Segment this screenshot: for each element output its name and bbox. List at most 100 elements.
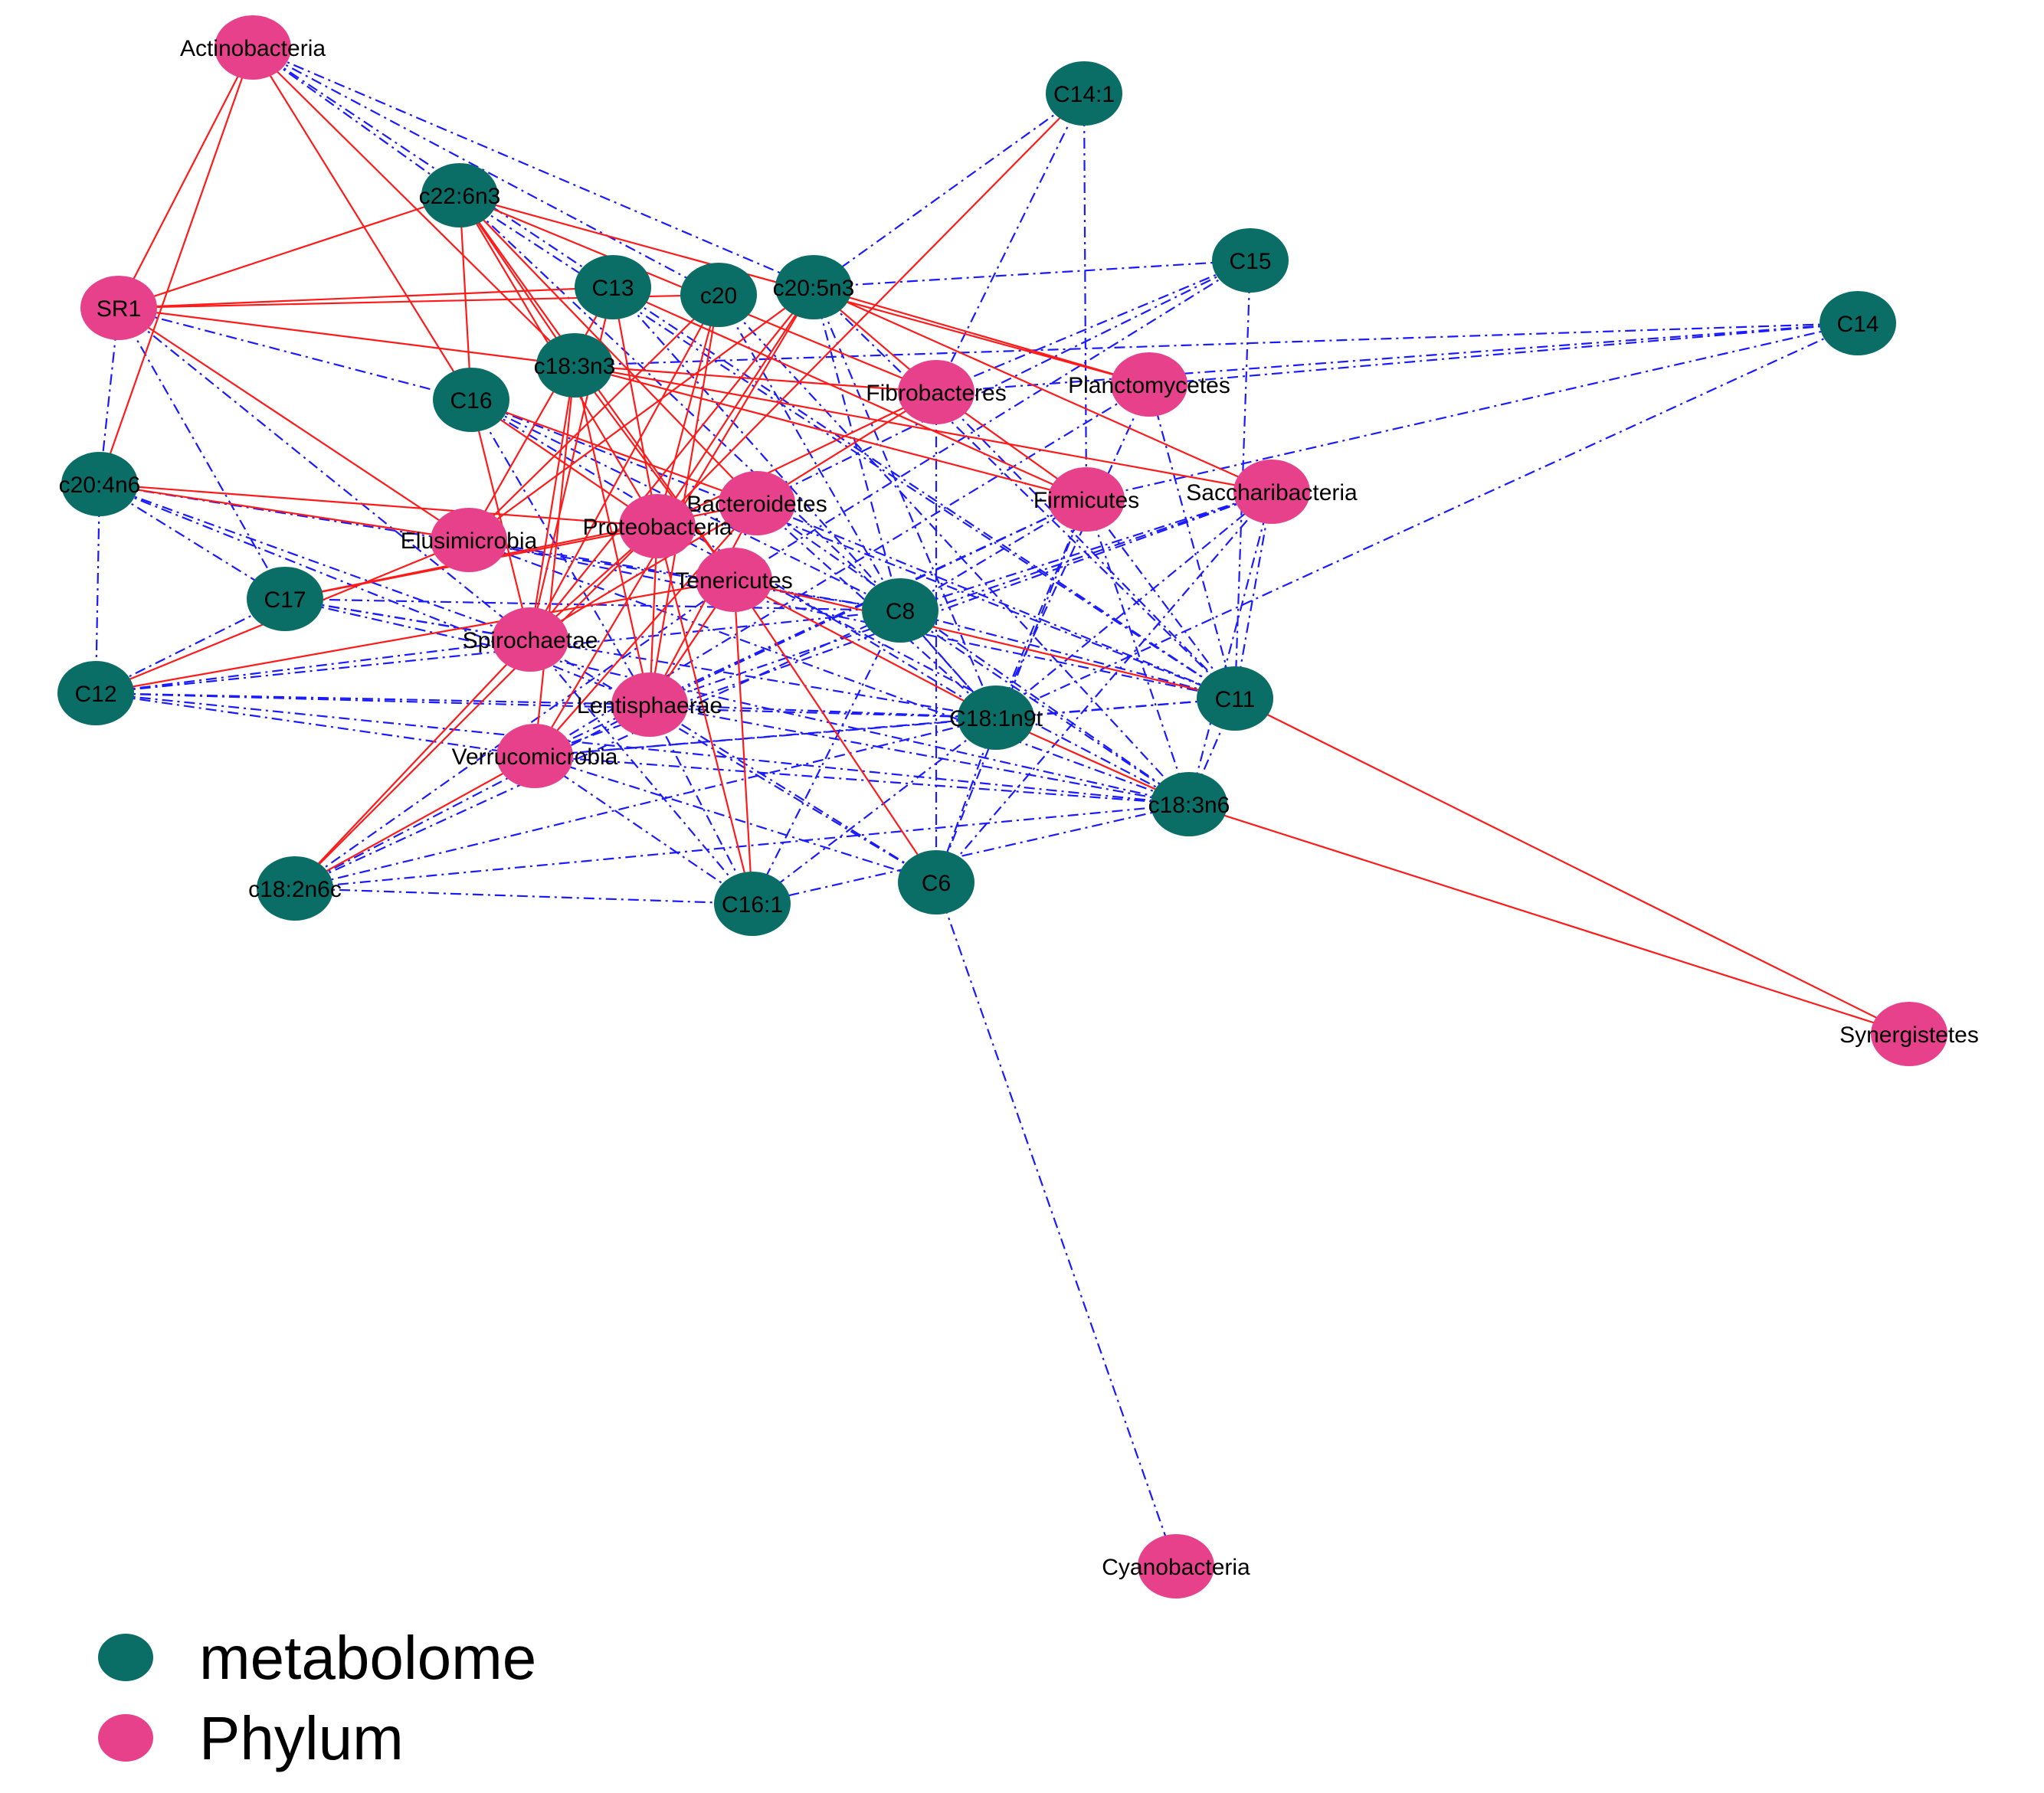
negative-edge-c18-3n6-lentisphaerae [649, 703, 1190, 806]
negative-edge-c18-1n9t-saccharibacteria [995, 491, 1273, 718]
positive-edge-c20-5n3-saccharibacteria [813, 286, 1273, 493]
positive-edge-tenericutes-c18-1n9t [733, 579, 997, 718]
positive-edge-spirochaetae-c18-2n6c [294, 639, 531, 889]
node-label: c20:5n3 [773, 276, 855, 301]
node-c20-4n6: c20:4n6 [59, 452, 140, 516]
node-label: SR1 [97, 296, 141, 322]
negative-edge-c11-bacteroidetes [756, 502, 1236, 700]
positive-edge-c20-4n6-proteobacteria [99, 483, 658, 528]
node-c18-2n6c: c18:2n6c [248, 856, 342, 921]
positive-edge-c13-elusimicrobia [468, 286, 614, 541]
node-synergistetes: Synergistetes [1839, 1002, 1979, 1066]
negative-edge-c6-cyanobacteria [935, 882, 1178, 1567]
metabolome-node-marker [775, 255, 852, 319]
metabolome-node-marker [257, 856, 333, 921]
negative-edge-sr1-c16 [118, 306, 472, 401]
positive-edge-c18-3n3-tenericutes [574, 365, 735, 581]
phylum-node-marker [215, 15, 291, 80]
node-bacteroidetes: Bacteroidetes [686, 471, 827, 535]
positive-edge-bacteroidetes-lentisphaerae [649, 502, 758, 705]
positive-edge-verrucomicrobia-c18-2n6c [294, 755, 536, 889]
negative-edge-c11-saccharibacteria [1233, 491, 1273, 699]
positive-edge-c12-tenericutes [95, 578, 735, 695]
positive-edge-c20-5n3-spirochaetae [529, 286, 814, 640]
node-c12: C12 [57, 661, 134, 725]
legend: metabolome Phylum [92, 1620, 781, 1788]
node-label: C15 [1229, 249, 1271, 274]
phylum-node-marker [1138, 1534, 1214, 1598]
metabolome-node-marker [1212, 228, 1289, 293]
positive-edge-c14-1-proteobacteria [657, 93, 1085, 527]
node-verrucomicrobia: Verrucomicrobia [452, 724, 618, 788]
positive-edge-c18-3n3-saccharibacteria [574, 364, 1273, 493]
node-lentisphaerae: Lentisphaerae [577, 672, 722, 737]
positive-edge-actinobacteria-c16 [252, 47, 472, 401]
legend-item-phylum: Phylum [92, 1700, 781, 1777]
node-c18-3n3: c18:3n3 [534, 333, 616, 398]
negative-edge-c16-1-lentisphaerae [649, 704, 753, 905]
negative-edge-c12-c17 [95, 598, 286, 694]
node-label: Lentisphaerae [577, 693, 722, 718]
negative-edge-c20-4n6-spirochaetae [99, 483, 531, 641]
positive-edge-actinobacteria-c20-4n6 [98, 47, 254, 485]
positive-edge-bacteroidetes-verrucomicrobia [534, 502, 758, 757]
negative-edge-c15-c20-5n3 [813, 259, 1251, 289]
negative-edge-c11-verrucomicrobia [534, 697, 1236, 757]
negative-edge-c8-c11 [899, 609, 1236, 700]
node-label: Bacteroidetes [686, 492, 827, 517]
metabolome-node-marker [1197, 666, 1273, 731]
node-c8: C8 [862, 578, 938, 643]
negative-edge-c12-c18-3n6 [95, 692, 1190, 806]
phylum-node-marker [1871, 1002, 1947, 1066]
legend-label-phylum: Phylum [199, 1704, 404, 1772]
node-c16: C16 [433, 368, 509, 432]
positive-edge-sr1-elusimicrobia [118, 307, 470, 541]
legend-label-metabolome: metabolome [199, 1624, 537, 1692]
negative-edge-c18-2n6c-c16-1 [294, 887, 753, 905]
negative-edge-c6-verrucomicrobia [534, 754, 937, 884]
node-saccharibacteria: Saccharibacteria [1186, 460, 1358, 524]
node-label: C13 [591, 276, 634, 301]
positive-edge-sr1-c18-3n3 [118, 306, 575, 367]
node-c17: C17 [247, 567, 323, 631]
node-c20-5n3: c20:5n3 [773, 255, 855, 319]
positive-edge-c18-3n3-firmicutes [574, 364, 1087, 501]
phylum-node-marker [719, 471, 795, 535]
negative-edge-c17-c18-3n6 [284, 597, 1190, 806]
phylum-node-marker [898, 360, 975, 424]
node-label: Firmicutes [1033, 488, 1139, 513]
negative-edge-c14-firmicutes [1086, 322, 1859, 501]
negative-edge-c15-c11 [1233, 260, 1252, 699]
negative-edge-c14-1-c20-5n3 [813, 93, 1085, 288]
negative-edge-c18-3n6-c16-1 [752, 803, 1190, 905]
phylum-node-marker [492, 607, 568, 672]
negative-edge-c16-lentisphaerae [470, 399, 650, 705]
positive-edge-c22-6n3-c18-3n3 [459, 195, 575, 366]
negative-edge-c14-1-fibrobacteres [935, 93, 1085, 393]
node-label: c18:3n3 [534, 354, 616, 379]
node-label: Tenericutes [675, 568, 792, 594]
node-firmicutes: Firmicutes [1033, 467, 1139, 532]
negative-edge-c18-1n9t-c18-2n6c [294, 716, 997, 890]
node-label: Verrucomicrobia [452, 744, 618, 770]
negative-edge-c20-c18-3n6 [718, 294, 1190, 805]
positive-edge-c18-3n6-synergistetes [1188, 803, 1910, 1036]
negative-edge-c18-1n9t-verrucomicrobia [534, 716, 997, 757]
node-fibrobacteres: Fibrobacteres [866, 360, 1007, 424]
node-spirochaetae: Spirochaetae [463, 607, 598, 672]
metabolome-node-marker [536, 333, 613, 398]
node-label: C6 [922, 871, 951, 896]
positive-edge-sr1-c13 [118, 286, 614, 309]
negative-edge-c18-1n9t-c16-1 [752, 717, 997, 905]
negative-edge-c11-firmicutes [1086, 499, 1236, 699]
negative-edge-c14-c18-1n9t [995, 322, 1859, 719]
negative-edge-actinobacteria-c22-6n3 [252, 47, 460, 196]
phylum-node-marker [1111, 352, 1187, 417]
positive-edge-c20-proteobacteria [656, 294, 720, 527]
positive-edge-tenericutes-c6 [733, 579, 937, 883]
negative-edge-c8-saccharibacteria [899, 490, 1273, 612]
negative-edge-c18-3n6-verrucomicrobia [534, 754, 1190, 806]
negative-edge-c15-tenericutes [733, 260, 1251, 581]
phylum-node-marker [1233, 460, 1310, 524]
